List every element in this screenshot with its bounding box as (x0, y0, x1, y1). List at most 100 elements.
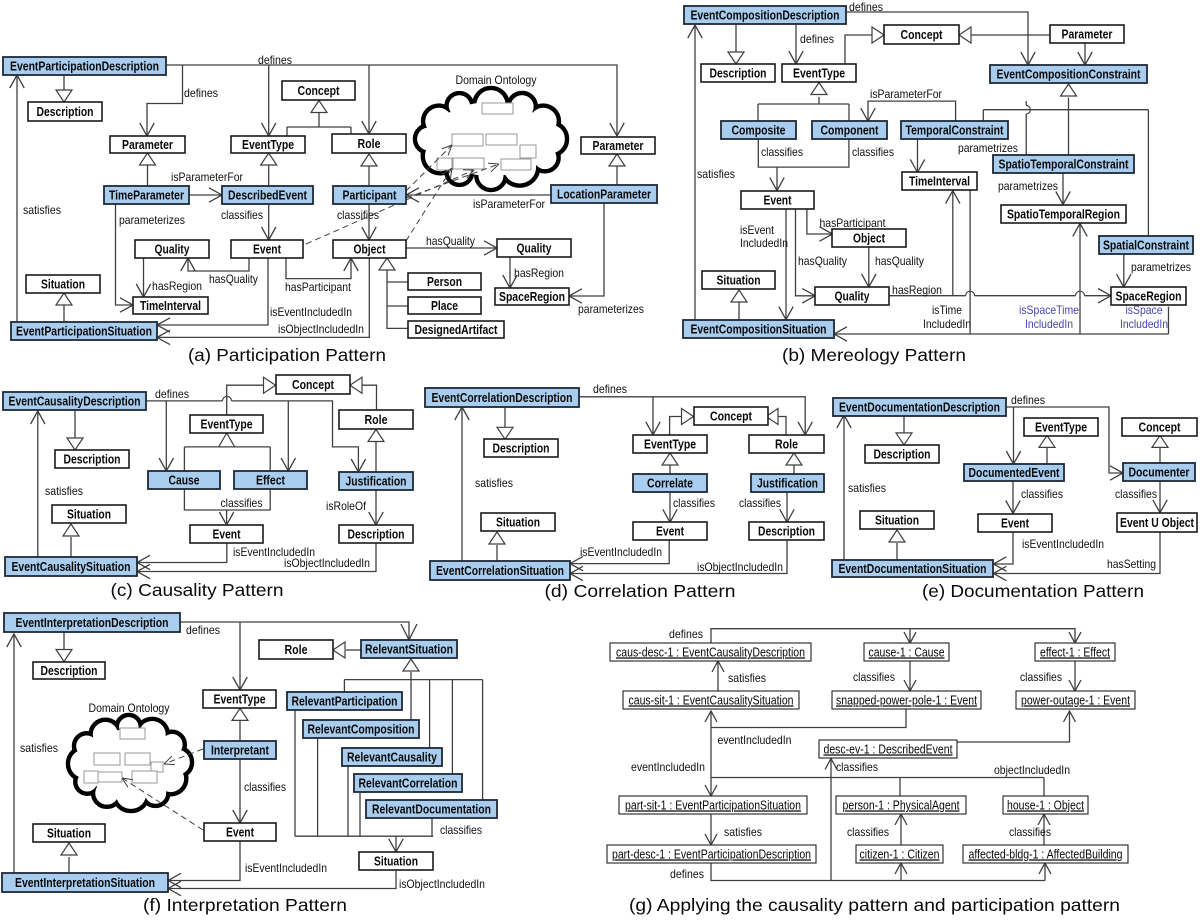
svg-text:hasParticipant: hasParticipant (285, 280, 352, 294)
svg-text:RelevantCausality: RelevantCausality (347, 750, 438, 765)
svg-text:Quality: Quality (155, 242, 191, 257)
svg-text:Cause: Cause (169, 473, 200, 488)
svg-text:isRoleOf: isRoleOf (326, 499, 367, 513)
svg-text:person-1 : PhysicalAgent: person-1 : PhysicalAgent (843, 798, 960, 812)
svg-text:IncludedIn: IncludedIn (740, 236, 788, 250)
svg-text:Correlate: Correlate (647, 476, 693, 491)
svg-text:Domain Ontology: Domain Ontology (456, 73, 537, 87)
svg-text:SpatioTemporalConstraint: SpatioTemporalConstraint (999, 157, 1130, 172)
svg-text:Concept: Concept (292, 377, 335, 392)
svg-text:SpatialConstraint: SpatialConstraint (1103, 238, 1190, 253)
svg-text:Role: Role (775, 437, 798, 452)
svg-text:isEventIncludedIn: isEventIncludedIn (580, 545, 662, 559)
svg-text:(c) Causality Pattern: (c) Causality Pattern (111, 580, 284, 600)
svg-text:Situation: Situation (717, 273, 761, 288)
svg-text:Concept: Concept (1139, 420, 1182, 435)
svg-text:TemporalConstraint: TemporalConstraint (906, 123, 1005, 138)
svg-text:Description: Description (493, 441, 550, 456)
svg-text:house-1 : Object: house-1 : Object (1007, 798, 1084, 812)
svg-text:Event: Event (764, 193, 793, 208)
svg-text:part-desc-1 : EventParticipati: part-desc-1 : EventParticipationDescript… (612, 847, 811, 861)
svg-text:IncludedIn: IncludedIn (1025, 317, 1073, 331)
svg-text:EventType: EventType (644, 437, 696, 452)
svg-text:Domain Ontology: Domain Ontology (89, 701, 170, 715)
svg-text:Quality: Quality (835, 289, 871, 304)
svg-text:classifies: classifies (1009, 825, 1051, 839)
svg-text:Situation: Situation (67, 507, 111, 522)
svg-text:satisfies: satisfies (45, 484, 83, 498)
svg-text:isSpace: isSpace (1126, 303, 1163, 317)
svg-text:RelevantParticipation: RelevantParticipation (292, 694, 398, 709)
svg-text:parametrizes: parametrizes (1131, 260, 1191, 274)
svg-text:cause-1 : Cause: cause-1 : Cause (869, 645, 945, 659)
svg-text:defines: defines (800, 32, 834, 46)
svg-text:EventCompositionSituation: EventCompositionSituation (691, 322, 827, 337)
svg-text:(a) Participation Pattern: (a) Participation Pattern (188, 345, 386, 365)
svg-text:classifies: classifies (739, 496, 781, 510)
svg-text:satisfies: satisfies (23, 203, 61, 217)
svg-text:EventType: EventType (793, 66, 845, 81)
svg-text:defines: defines (1011, 393, 1045, 407)
svg-text:hasRegion: hasRegion (152, 279, 202, 293)
svg-text:Event: Event (1001, 516, 1030, 531)
svg-text:EventParticipationSituation: EventParticipationSituation (16, 324, 152, 339)
svg-text:satisfies: satisfies (697, 167, 735, 181)
svg-text:Concept: Concept (901, 27, 944, 42)
svg-text:parametrizes: parametrizes (998, 179, 1058, 193)
svg-text:isObjectIncludedIn: isObjectIncludedIn (399, 877, 485, 891)
svg-text:isParameterFor: isParameterFor (171, 170, 243, 184)
svg-text:SpaceRegion: SpaceRegion (499, 289, 565, 304)
svg-text:isEventIncludedIn: isEventIncludedIn (1022, 537, 1104, 551)
svg-text:Justification: Justification (346, 474, 407, 489)
svg-text:isTime: isTime (932, 303, 962, 317)
svg-text:Event: Event (253, 242, 282, 257)
svg-text:EventDocumentationSituation: EventDocumentationSituation (839, 561, 987, 576)
svg-text:defines: defines (184, 86, 218, 100)
svg-text:isObjectIncludedIn: isObjectIncludedIn (697, 560, 783, 574)
svg-text:satisfies: satisfies (20, 741, 58, 755)
svg-text:Description: Description (710, 66, 767, 81)
svg-text:isParameterFor: isParameterFor (473, 197, 545, 211)
svg-text:Role: Role (285, 642, 308, 657)
svg-text:Concept: Concept (710, 409, 753, 424)
svg-text:Role: Role (365, 412, 388, 427)
svg-text:EventCausalitySituation: EventCausalitySituation (12, 559, 131, 574)
svg-text:isObjectIncludedIn: isObjectIncludedIn (284, 556, 370, 570)
svg-text:hasParticipant: hasParticipant (820, 216, 887, 230)
svg-text:DesignedArtifact: DesignedArtifact (415, 322, 499, 337)
svg-text:Description: Description (348, 527, 405, 542)
svg-text:(e) Documentation Pattern: (e) Documentation Pattern (922, 581, 1144, 601)
svg-text:satisfies: satisfies (475, 476, 513, 490)
svg-text:EventCompositionDescription: EventCompositionDescription (691, 8, 840, 23)
svg-text:EventCausalityDescription: EventCausalityDescription (9, 394, 141, 409)
svg-text:EventParticipationDescription: EventParticipationDescription (10, 59, 159, 74)
svg-text:EventCompositionConstraint: EventCompositionConstraint (997, 67, 1142, 82)
svg-text:Description: Description (64, 452, 121, 467)
svg-text:DocumentedEvent: DocumentedEvent (969, 465, 1061, 480)
svg-text:hasQuality: hasQuality (426, 234, 475, 248)
svg-text:EventCorrelationSituation: EventCorrelationSituation (436, 563, 564, 578)
svg-text:EventType: EventType (214, 692, 266, 707)
svg-text:Place: Place (431, 298, 458, 313)
svg-text:objectIncludedIn: objectIncludedIn (994, 763, 1070, 777)
svg-text:classifies: classifies (673, 496, 715, 510)
svg-text:Description: Description (758, 524, 815, 539)
svg-text:isObjectIncludedIn: isObjectIncludedIn (278, 322, 364, 336)
svg-text:RelevantComposition: RelevantComposition (308, 722, 415, 737)
svg-text:(g) Applying the causality pat: (g) Applying the causality pattern and p… (629, 895, 1120, 915)
svg-text:Parameter: Parameter (122, 137, 173, 152)
svg-text:effect-1 : Effect: effect-1 : Effect (1040, 645, 1110, 659)
svg-text:part-sit-1 : EventParticipatio: part-sit-1 : EventParticipationSituation (625, 798, 801, 812)
svg-text:classifies: classifies (847, 825, 889, 839)
svg-text:Object: Object (354, 242, 387, 257)
svg-text:power-outage-1 : Event: power-outage-1 : Event (1021, 693, 1130, 707)
svg-text:Interpretant: Interpretant (211, 743, 270, 758)
svg-text:RelevantCorrelation: RelevantCorrelation (359, 776, 458, 791)
svg-text:EventInterpretationSituation: EventInterpretationSituation (15, 875, 155, 890)
svg-text:EventType: EventType (201, 417, 253, 432)
svg-text:RelevantDocumentation: RelevantDocumentation (372, 802, 491, 817)
svg-text:classifies: classifies (221, 496, 263, 510)
svg-text:Role: Role (358, 136, 381, 151)
svg-text:defines: defines (849, 0, 883, 14)
svg-text:classifies: classifies (337, 208, 379, 222)
